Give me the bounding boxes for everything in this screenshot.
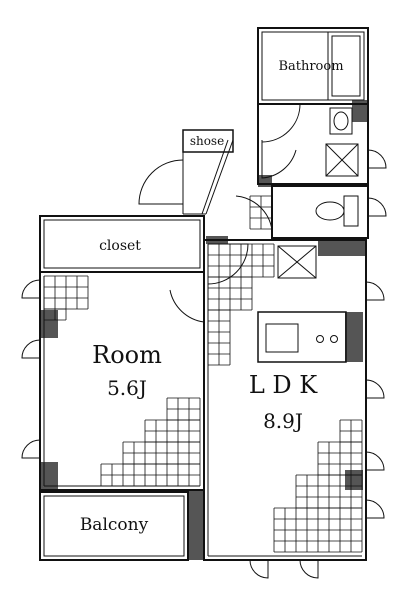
washbasin	[329, 107, 353, 135]
balcony-label: Balcony	[80, 515, 149, 535]
fridge-space	[277, 245, 317, 279]
ldk-label: L D K	[249, 371, 318, 399]
shose-label: shose	[190, 134, 224, 148]
wall-outlines	[39, 27, 369, 561]
bathtub	[327, 31, 365, 101]
toilet	[315, 195, 359, 227]
washer-pan	[325, 143, 359, 177]
room-size-label: 5.6J	[107, 376, 147, 400]
bathroom-label: Bathroom	[278, 59, 343, 74]
floor-pattern	[43, 195, 363, 553]
room-label: Room	[92, 341, 162, 369]
ldk-size-label: 8.9J	[263, 409, 303, 433]
closet-label: closet	[99, 238, 141, 254]
